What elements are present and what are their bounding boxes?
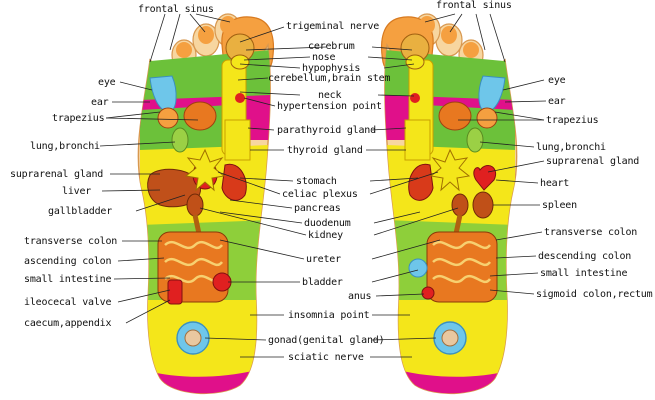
- label-cerebellum-brain-stem: cerebellum,brain stem: [268, 73, 391, 84]
- label-left-trapezius: trapezius: [52, 113, 105, 124]
- label-left-suprarenal-gland: suprarenal gland: [10, 169, 104, 180]
- label-nose: nose: [312, 52, 336, 63]
- label-left-gallbladder: gallbladder: [48, 206, 113, 217]
- label-celiac-plexus: celiac plexus: [282, 189, 358, 200]
- label-duodenum: duodenum: [304, 218, 351, 229]
- label-bladder: bladder: [302, 277, 343, 288]
- label-kidney: kidney: [308, 230, 343, 241]
- label-sciatic-nerve: sciatic nerve: [288, 352, 364, 363]
- label-right-spleen: spleen: [542, 200, 577, 211]
- label-right-transverse-colon: transverse colon: [544, 227, 638, 238]
- label-right-sigmoid-colon-rectum: sigmoid colon,rectum: [536, 289, 653, 300]
- label-right-lung-bronchi: lung,bronchi: [536, 142, 606, 153]
- label-right-heart: heart: [540, 178, 570, 189]
- label-left-lung-bronchi: lung,bronchi: [30, 141, 100, 152]
- label-parathyroid-gland: parathyroid gland: [277, 125, 376, 136]
- label-left-frontal-sinus: frontal sinus: [138, 4, 214, 15]
- label-insomnia-point: insomnia point: [288, 310, 370, 321]
- label-gonad: gonad(genital gland): [268, 335, 385, 346]
- label-right-small-intestine: small intestine: [540, 268, 628, 279]
- label-anus: anus: [348, 291, 372, 302]
- label-left-caecum-appendix: caecum,appendix: [24, 318, 112, 329]
- label-left-transverse-colon: transverse colon: [24, 236, 118, 247]
- label-hypertension-point: hypertension point: [277, 101, 382, 112]
- label-thyroid-gland: thyroid gland: [287, 145, 363, 156]
- label-left-ileocecal-valve: ileocecal valve: [24, 297, 112, 308]
- label-left-liver: liver: [62, 186, 92, 197]
- label-right-frontal-sinus: frontal sinus: [436, 0, 512, 11]
- right-intestines: [426, 231, 498, 303]
- leader-lines: [99, 13, 547, 358]
- label-neck: neck: [318, 90, 342, 101]
- label-hypophysis: hypophysis: [302, 63, 361, 74]
- label-cerebrum: cerebrum: [308, 41, 355, 52]
- label-left-ascending-colon: ascending colon: [24, 256, 112, 267]
- label-right-trapezius: trapezius: [546, 115, 599, 126]
- label-trigeminal-nerve: trigeminal nerve: [286, 21, 380, 32]
- label-right-suprarenal-gland: suprarenal gland: [546, 156, 640, 167]
- label-right-ear: ear: [548, 96, 566, 107]
- label-right-eye: eye: [548, 75, 566, 86]
- label-pancreas: pancreas: [294, 203, 341, 214]
- label-ureter: ureter: [306, 254, 341, 265]
- label-left-ear: ear: [91, 97, 109, 108]
- label-left-eye: eye: [98, 77, 116, 88]
- right-foot: [380, 13, 518, 395]
- label-stomach: stomach: [296, 176, 337, 187]
- left-foot: [137, 13, 275, 395]
- label-right-descending-colon: descending colon: [538, 251, 632, 262]
- label-left-small-intestine: small intestine: [24, 274, 112, 285]
